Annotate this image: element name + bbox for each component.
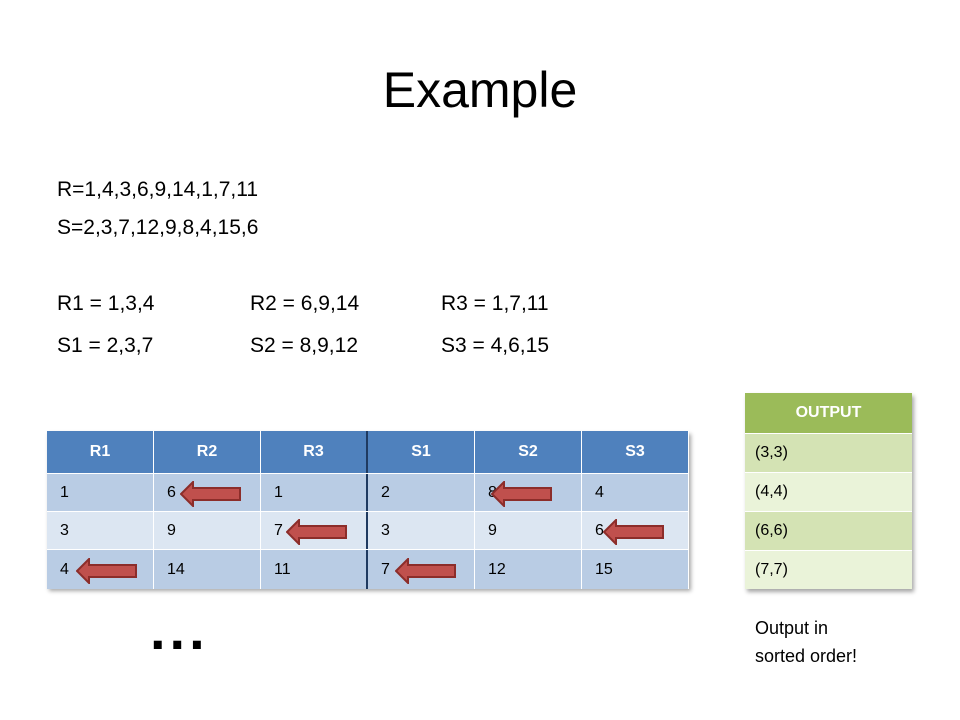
table-cell: 6 <box>582 512 689 550</box>
header-cell: R3 <box>261 431 368 473</box>
relation-r-line: R=1,4,3,6,9,14,1,7,11 <box>57 178 259 201</box>
output-row: (4,4) <box>745 472 912 511</box>
table-cell: 3 <box>368 512 475 550</box>
ellipsis: ... <box>150 598 209 661</box>
pointer-arrow-icon <box>76 558 137 584</box>
table-cell: 11 <box>261 550 368 589</box>
output-row: (6,6) <box>745 511 912 550</box>
header-cell: S2 <box>475 431 582 473</box>
pointer-arrow-icon <box>491 481 552 507</box>
pointer-arrow-icon <box>603 519 664 545</box>
table-row: 1 6 1 2 8 4 <box>47 473 689 512</box>
table-cell: 9 <box>475 512 582 550</box>
header-cell: R2 <box>154 431 261 473</box>
header-cell: S1 <box>368 431 475 473</box>
table-cell: 6 <box>154 474 261 512</box>
pointer-arrow-icon <box>395 558 456 584</box>
table-cell: 7 <box>261 512 368 550</box>
table-row: 4 14 11 7 12 15 <box>47 549 689 589</box>
table-cell: 15 <box>582 550 689 589</box>
table-cell: 3 <box>47 512 154 550</box>
partition-s1: S1 = 2,3,7 <box>57 334 154 357</box>
table-cell: 1 <box>47 474 154 512</box>
table-cell: 14 <box>154 550 261 589</box>
partition-r1: R1 = 1,3,4 <box>57 292 155 315</box>
slide-title: Example <box>382 62 578 118</box>
table-cell: 4 <box>582 474 689 512</box>
table-cell: 1 <box>261 474 368 512</box>
output-row: (7,7) <box>745 550 912 589</box>
pointer-arrow-icon <box>180 481 241 507</box>
partition-r2: R2 = 6,9,14 <box>250 292 360 315</box>
table-cell: 7 <box>368 550 475 589</box>
table-cell: 9 <box>154 512 261 550</box>
partition-s2: S2 = 8,9,12 <box>250 334 359 357</box>
table-cell: 12 <box>475 550 582 589</box>
output-row: (3,3) <box>745 433 912 472</box>
partition-s3: S3 = 4,6,15 <box>441 334 550 357</box>
relation-s-line: S=2,3,7,12,9,8,4,15,6 <box>57 216 259 239</box>
header-cell: R1 <box>47 431 154 473</box>
partitions-table: R1 R2 R3 S1 S2 S3 1 6 1 2 8 4 3 9 7 3 9 … <box>47 431 689 589</box>
pointer-arrow-icon <box>286 519 347 545</box>
table-cell: 4 <box>47 550 154 589</box>
sorted-output-note: Output in sorted order! <box>755 618 858 666</box>
table-cell: 2 <box>368 474 475 512</box>
table-header-row: R1 R2 R3 S1 S2 S3 <box>47 431 689 473</box>
header-cell: S3 <box>582 431 689 473</box>
table-row: 3 9 7 3 9 6 <box>47 511 689 550</box>
output-table: OUTPUT (3,3) (4,4) (6,6) (7,7) <box>745 393 912 589</box>
output-header: OUTPUT <box>745 393 912 433</box>
partition-r3: R3 = 1,7,11 <box>441 292 549 315</box>
